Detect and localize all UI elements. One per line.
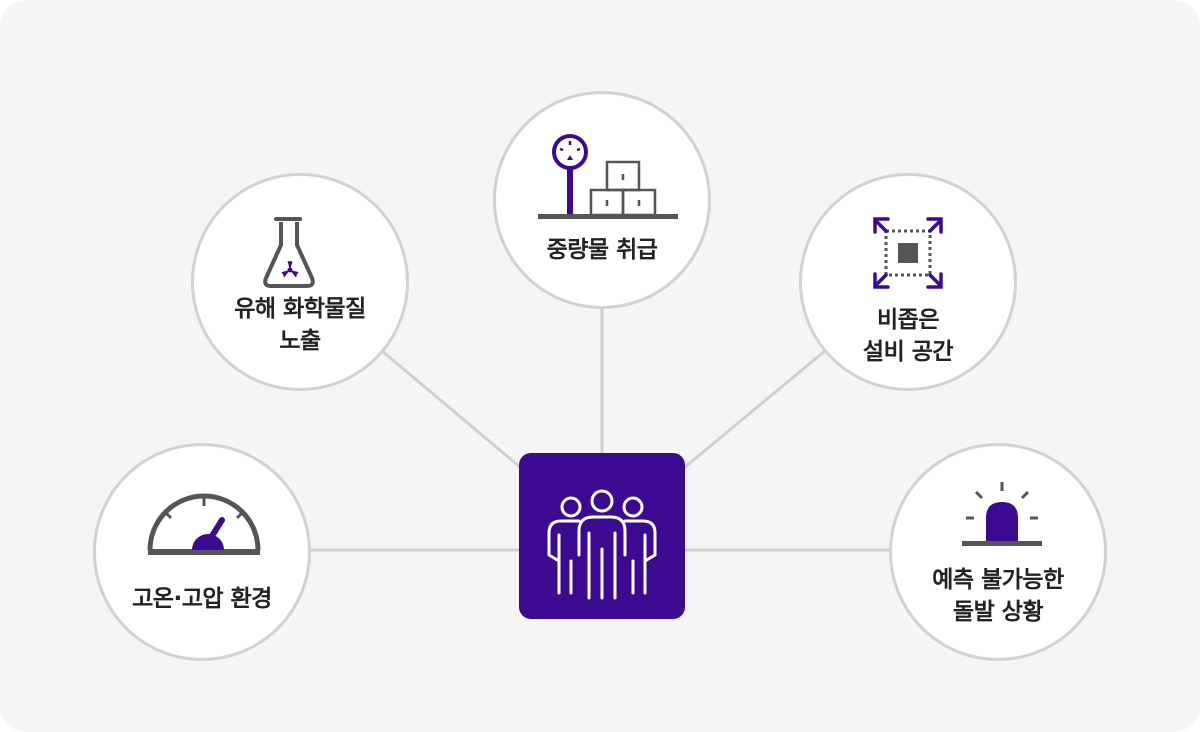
node-label-line1: 비좁은 [877,307,939,333]
node-label-line2: 설비 공간 [862,339,954,365]
node-heavy-lifting: 중량물 취급 [493,91,711,309]
node-chemical-exposure: 유해 화학물질 노출 [191,173,409,391]
node-confined-space: 비좁은 설비 공간 [799,173,1017,391]
central-hub [519,453,685,619]
node-label-line2: 돌발 상황 [952,599,1044,625]
node-label-line2: 노출 [279,328,321,354]
node-label-line1: 중량물 취급 [546,237,658,263]
pressure-gauge-icon [147,493,261,555]
node-heat-pressure: 고온·고압 환경 [93,443,311,661]
siren-icon [962,482,1042,546]
node-label-line1: 유해 화학물질 [234,296,366,322]
node-label-line1: 예측 불가능한 [932,567,1064,593]
node-label-line1: 고온·고압 환경 [132,586,272,612]
scale-boxes-icon [538,134,678,219]
confined-space-icon [873,217,943,289]
flask-hazard-icon [263,217,315,288]
node-emergency: 예측 불가능한 돌발 상황 [889,443,1107,661]
people-group-icon [547,489,657,600]
